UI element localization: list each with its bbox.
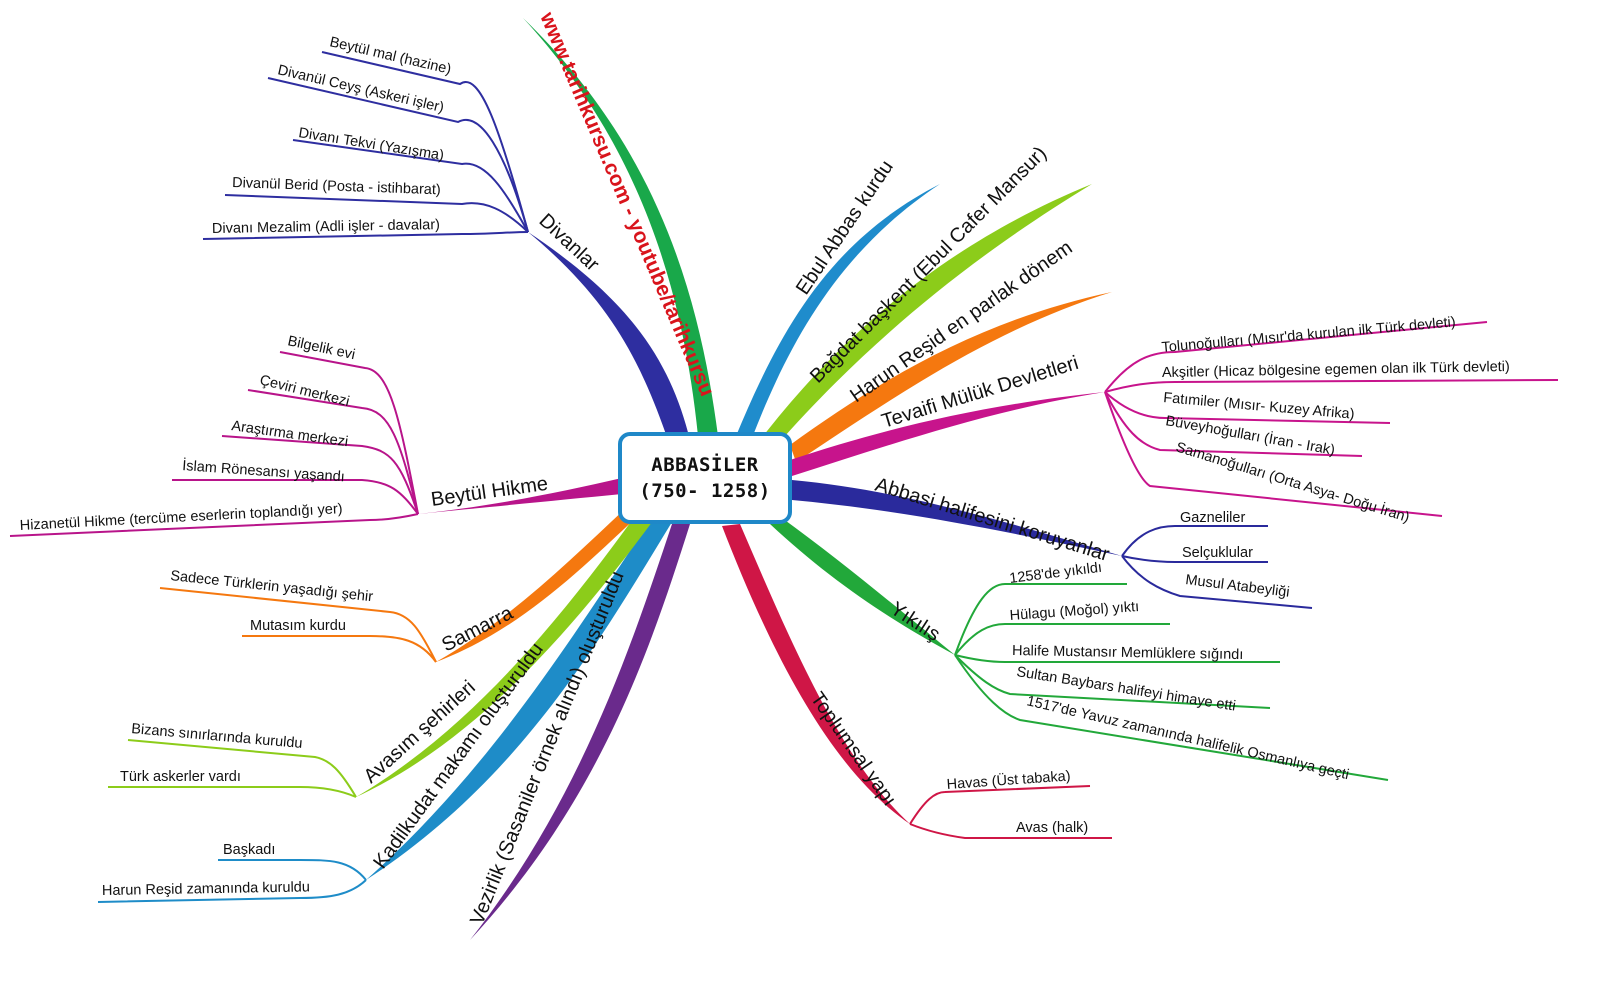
kadilkudat-leaf-lines bbox=[97, 859, 367, 903]
website-branch bbox=[523, 18, 718, 436]
beytul-branch bbox=[418, 478, 622, 514]
samarra-branch bbox=[436, 508, 640, 662]
ebul-branch bbox=[736, 184, 940, 438]
divanlar-item-1: Beytül mal (hazine) bbox=[328, 34, 453, 78]
samarra-item-2: Mutasım kurdu bbox=[250, 618, 346, 634]
tevaifi-item-2: Akşitler (Hicaz bölgesine egemen olan il… bbox=[1162, 359, 1510, 381]
toplumsal-label: Toplumsal yapı bbox=[806, 688, 901, 810]
beytul-item-2: Çeviri merkezi bbox=[258, 372, 351, 410]
avasim-branch bbox=[356, 512, 655, 797]
samarra-leaf-lines bbox=[159, 587, 437, 663]
koruyan-item-2: Selçuklular bbox=[1182, 545, 1253, 561]
toplumsal-leaf-lines bbox=[909, 785, 1112, 839]
tevaifi-leaf-lines bbox=[1104, 321, 1559, 517]
koruyan-item-1: Gazneliler bbox=[1180, 510, 1245, 526]
koruyan-item-3: Musul Atabeyliği bbox=[1185, 572, 1291, 601]
bagdat-branch bbox=[760, 184, 1092, 446]
yikilis-item-1: 1258'de yıkıldı bbox=[1009, 560, 1103, 587]
koruyan-label: Abbasi halifesini koruyanlar bbox=[873, 474, 1113, 566]
yikilis-item-2: Hülagu (Moğol) yıktı bbox=[1009, 599, 1140, 624]
central-topic-title: ABBASİLER bbox=[651, 454, 759, 476]
divanlar-leaf-lines bbox=[202, 51, 529, 240]
toplumsal-item-2: Avas (halk) bbox=[1016, 820, 1088, 836]
vezirlik-branch bbox=[470, 524, 690, 940]
toplumsal-branch bbox=[722, 524, 910, 824]
kadilkudat-item-2: Harun Reşid zamanında kuruldu bbox=[102, 879, 310, 899]
divanlar-item-4: Divanül Berid (Posta - istihbarat) bbox=[232, 175, 441, 198]
kadilkudat-item-1: Başkadı bbox=[223, 842, 275, 858]
beytul-item-3: Araştırma merkezi bbox=[230, 418, 349, 450]
avasim-leaf-lines bbox=[108, 739, 357, 798]
koruyan-leaf-lines bbox=[1121, 525, 1313, 609]
yikilis-branch bbox=[770, 518, 955, 655]
tevaifi-item-1: Tolunoğulları (Mısır'da kurulan ilk Türk… bbox=[1161, 314, 1456, 356]
beytul-item-1: Bilgelik evi bbox=[286, 333, 356, 363]
divanlar-item-5: Divanı Mezalim (Adli işler - davalar) bbox=[212, 217, 440, 237]
central-topic-years: (750- 1258) bbox=[639, 480, 771, 502]
avasim-item-2: Türk askerler vardı bbox=[120, 769, 241, 785]
central-topic: ABBASİLER (750- 1258) bbox=[618, 432, 792, 524]
koruyan-branch bbox=[792, 480, 1122, 556]
beytul-leaf-lines bbox=[9, 351, 419, 537]
yikilis-label: Yıkılış bbox=[886, 598, 944, 646]
yikilis-item-3: Halife Mustansır Memlüklere sığındı bbox=[1012, 643, 1244, 663]
yikilis-leaf-lines bbox=[954, 583, 1389, 781]
samarra-label: Samarra bbox=[438, 602, 517, 657]
kadilkudat-branch bbox=[366, 518, 672, 880]
divanlar-branch bbox=[528, 232, 690, 440]
